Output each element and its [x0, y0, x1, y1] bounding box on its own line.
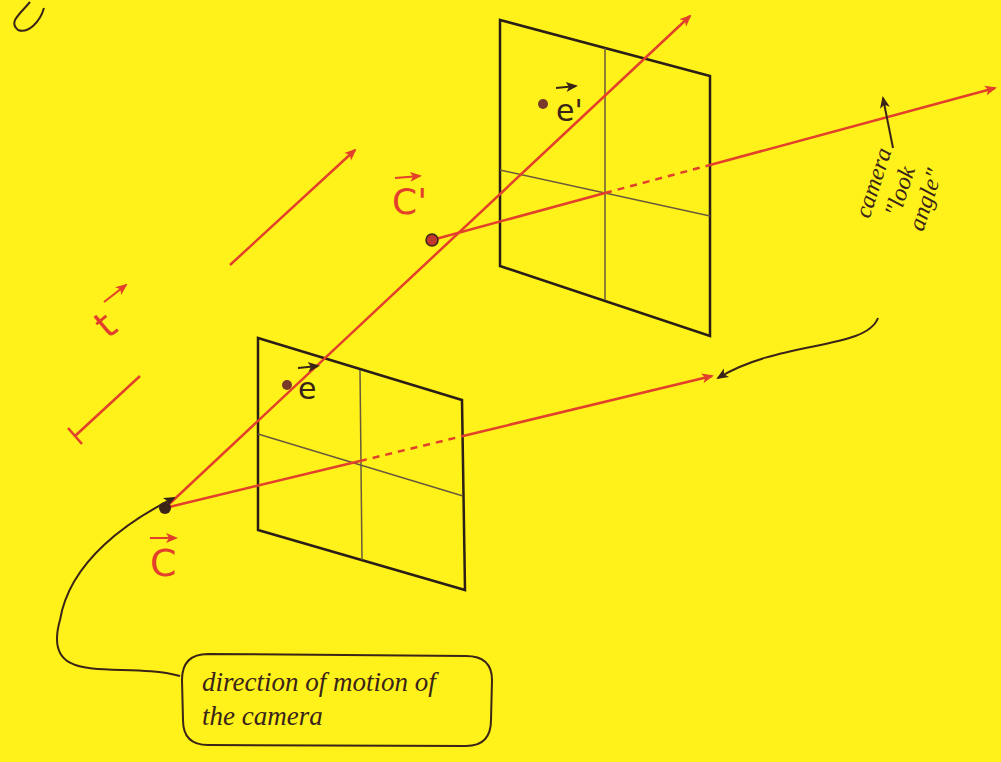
- loop-outline: [180, 652, 494, 748]
- vector-label: t: [88, 306, 124, 345]
- callout-note: camera "look angle": [842, 122, 958, 262]
- point-label: e: [298, 374, 316, 404]
- point-label: C: [150, 544, 177, 582]
- point-label: e': [556, 96, 583, 126]
- point-label: C': [392, 184, 427, 220]
- loop-note: direction of motion of the camera: [180, 652, 494, 748]
- note-text: direction of motion of the camera: [202, 666, 472, 734]
